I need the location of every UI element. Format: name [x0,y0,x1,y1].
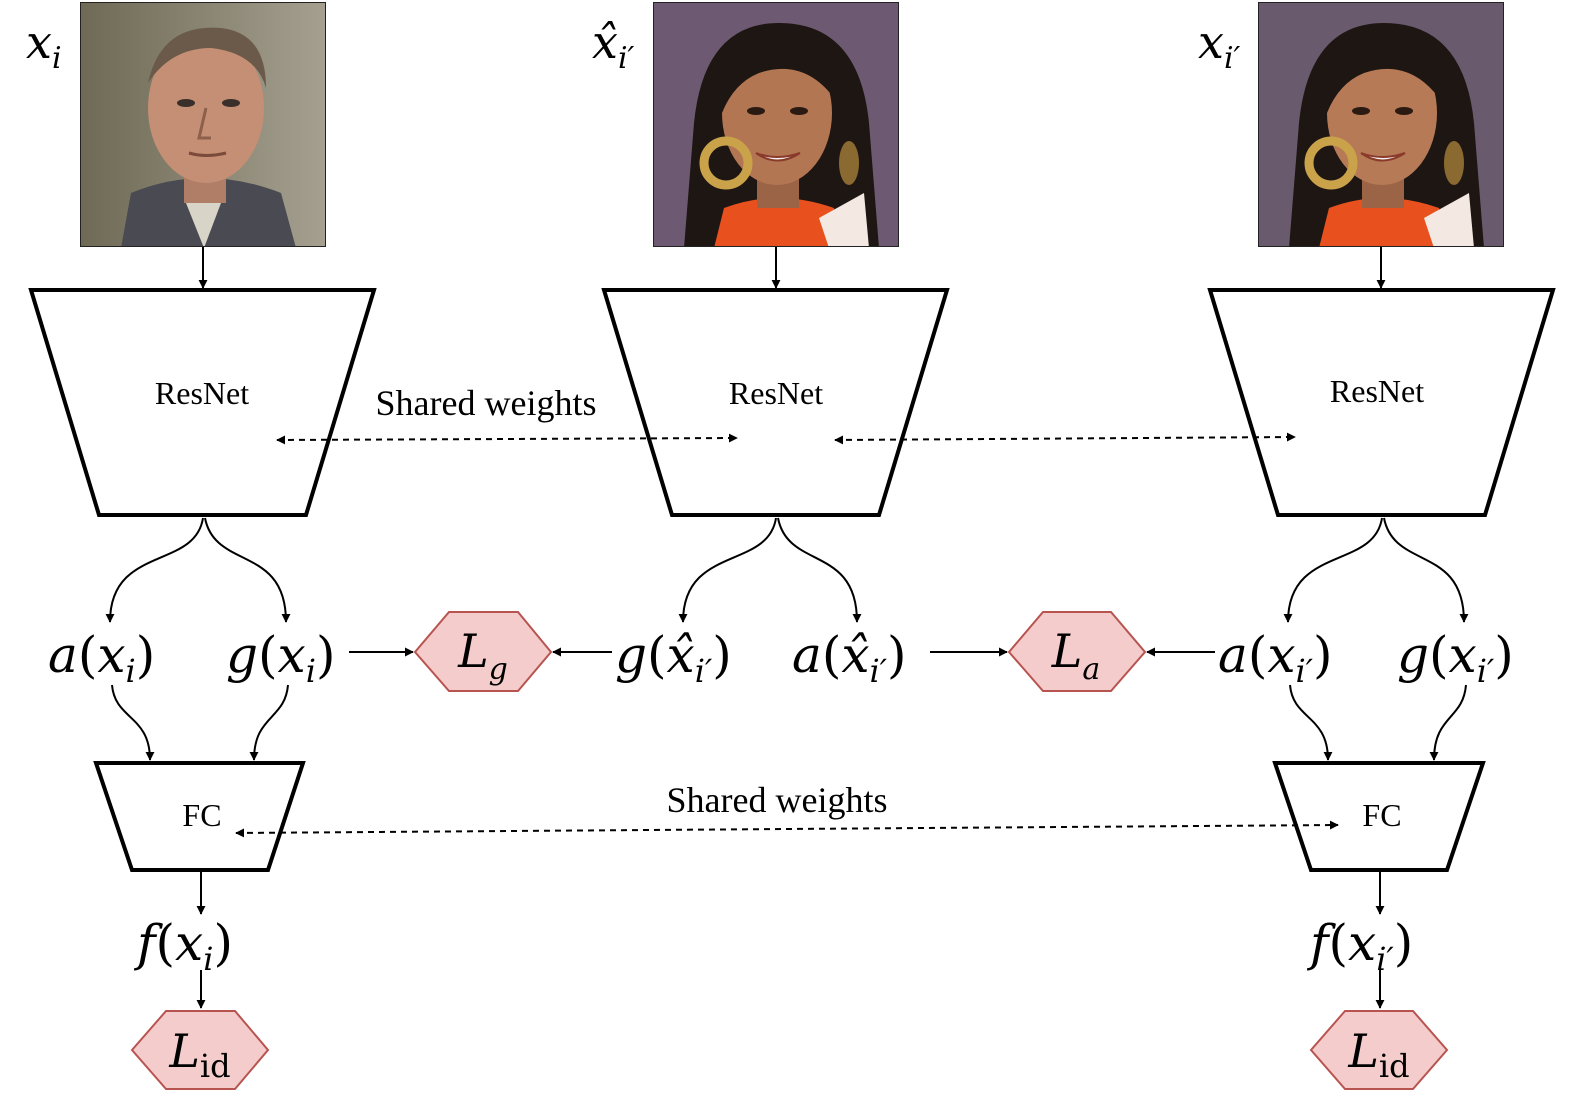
loss-lg-label: Lg [457,624,508,687]
curve-a-xip-to-fc [1289,684,1333,761]
shared-weights-label-bottom: Shared weights [667,780,888,820]
curve-resnet-mid-to-a [777,517,862,623]
loss-lid-label-left: Lid [168,1024,230,1085]
resnet-label-right: ResNet [1330,373,1424,409]
resnet-label-left: ResNet [155,375,249,411]
fc-label-right: FC [1362,797,1401,833]
loss-lg-hexagon [413,611,553,692]
shared-weights-label-top: Shared weights [376,383,597,423]
curve-g-xi-to-fc [249,684,289,761]
resnet-block-left [28,288,377,517]
loss-lid-hexagon-left [130,1010,270,1090]
curve-resnet-left-to-a [105,517,204,623]
curve-g-xip-to-fc [1429,684,1467,761]
feature-a-xi: a(xi) [48,626,155,690]
fc-label-left: FC [182,797,221,833]
feature-f-xip: f(xi′) [1306,914,1413,978]
face-photo-man [80,2,326,247]
feature-g-xhat: g(x̂i′) [615,626,732,690]
shared-weights-arrow-fc [235,820,1339,838]
loss-lid-hexagon-right [1309,1010,1449,1090]
feature-a-xhat: a(x̂i′) [792,626,907,690]
fc-block-left [93,761,306,872]
feature-f-xi: f(xi) [133,914,233,978]
image-label-xi: xi [26,15,62,76]
resnet-label-middle: ResNet [729,375,823,411]
curve-resnet-left-to-g [204,517,291,623]
loss-la-hexagon [1007,611,1147,692]
image-label-xip: xi′ [1198,15,1241,76]
loss-lid-label-right: Lid [1347,1024,1409,1085]
face-photo-woman-generated [653,2,899,247]
feature-g-xip: g(xi′) [1397,626,1514,690]
feature-g-xi: g(xi) [226,626,335,690]
curve-resnet-right-to-a [1283,517,1383,623]
curve-resnet-mid-to-g [678,517,777,623]
curve-a-xi-to-fc [111,684,155,761]
image-label-xhat: x̂i′ [592,15,635,76]
face-photo-woman-real [1258,2,1504,247]
loss-la-label: La [1051,624,1100,687]
feature-a-xip: a(xi′) [1218,626,1333,690]
curve-resnet-right-to-g [1383,517,1469,623]
